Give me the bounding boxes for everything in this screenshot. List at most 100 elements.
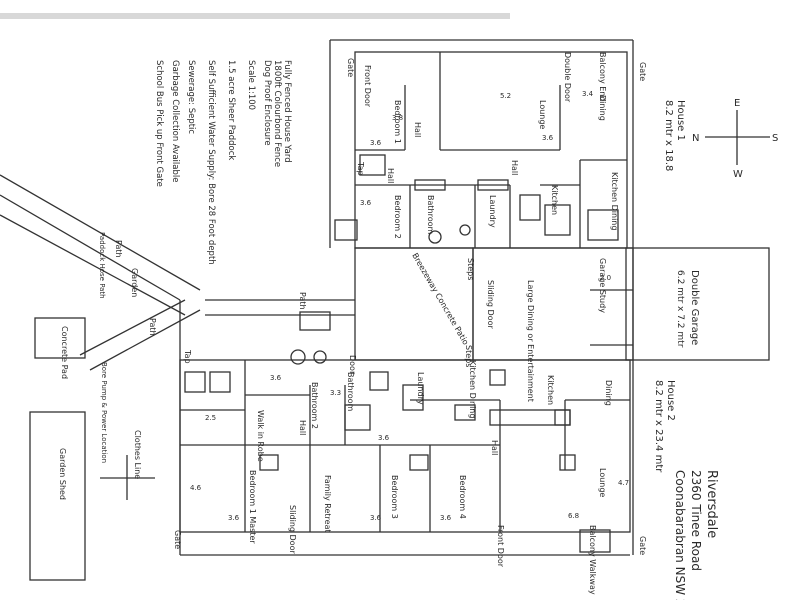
h1-dim-4: 3.6 <box>370 139 382 147</box>
h2-bedroom1: Bedroom 1 Master <box>248 470 257 544</box>
h2-laundry: Laundry <box>416 372 425 405</box>
clothes-line-label: Clothes Line <box>133 430 142 479</box>
h2-dining: Dining <box>604 380 613 406</box>
gate-3: Gate <box>173 530 182 549</box>
h2-dim-10: 2.5 <box>205 414 216 422</box>
house2-outline <box>179 359 631 533</box>
h1-front-door: Front Door <box>363 65 372 108</box>
house2-size: 8.2 mtr x 23.4 mtr <box>653 380 664 473</box>
h2-bedroom3: Bedroom 3 <box>390 475 399 519</box>
h1-kitchen-dining: Kitchen Dining <box>610 172 619 230</box>
note-9: School Bus Pick up Front Gate <box>154 60 164 187</box>
paddock-note: Paddock Hose Path <box>98 232 106 299</box>
garden-shed-label: Garden Shed <box>58 448 67 500</box>
house2-title: House 2 <box>665 380 676 421</box>
h2-sliding-door: Sliding Door <box>288 505 297 554</box>
h2-bathroom2: Bathroom 2 <box>310 382 319 429</box>
h2-hall-b: Hall <box>490 440 499 455</box>
compass-w: W <box>733 169 743 180</box>
garage-size: 6.2 mtr x 7.2 mtr <box>675 270 685 348</box>
gate-4: Gate <box>638 536 647 555</box>
h1-dim-7: 2.0 <box>600 274 611 282</box>
walls <box>0 39 770 581</box>
steps-1: Steps <box>466 258 475 280</box>
path-label-3: Path <box>148 318 157 336</box>
note-2: 1800ft Colourbond Fence <box>272 60 282 167</box>
house1-size: 8.2 mtr x 18.8 <box>663 100 674 171</box>
garden-label: Garden <box>130 268 139 297</box>
h2-dim-2: 3.3 <box>330 389 341 397</box>
h2-dim-4: 4.6 <box>190 484 202 492</box>
h2-bathroom: Bathroom <box>346 372 355 412</box>
tap-1: Tap <box>356 161 365 176</box>
h2-walk-in-robe: Walk in Robe <box>256 410 265 462</box>
house1-title: House 1 <box>675 100 686 141</box>
steps-2: Steps <box>464 345 473 367</box>
h2-hall-a: Hall <box>298 420 307 435</box>
note-7: Sewerage: Septic <box>186 60 196 134</box>
door-1: Door <box>348 355 357 375</box>
note-6: Self Sufficient Water Supply: Bore 28 Fo… <box>206 60 216 265</box>
h1-dim-3: 3.8 <box>392 114 403 122</box>
h2-family-retreat: Family Retreat <box>323 475 332 533</box>
scan-border <box>0 13 510 19</box>
h1-hall2: Hall <box>510 160 519 175</box>
garage-outline <box>625 247 770 361</box>
h1-dining: Dining <box>598 95 607 121</box>
h1-dim-6: 3.6 <box>360 199 372 207</box>
h2-dim-8: 4.7 <box>618 479 629 487</box>
h1-hall: Hall <box>413 122 422 137</box>
h1-dim-1: 5.2 <box>500 92 511 100</box>
note-4: Scale 1:100 <box>246 60 256 110</box>
h1-kitchen: Kitchen <box>550 185 559 215</box>
h2-dim-3: 3.6 <box>378 434 390 442</box>
h2-bedroom4: Bedroom 4 <box>458 475 467 519</box>
compass-s: S <box>772 133 778 144</box>
garage-study: Garage Study <box>598 258 607 313</box>
concrete-pad-shape <box>34 317 86 359</box>
tap-site: Tap <box>183 349 192 364</box>
compass-n: N <box>692 133 699 144</box>
h2-dim-1: 3.6 <box>270 374 282 382</box>
gate-1: Gate <box>346 58 355 77</box>
concrete-pad-label: Concrete Pad <box>60 326 69 379</box>
h1-balcony-end: Balcony End <box>598 52 607 101</box>
h1-hall3: Hall <box>386 168 395 183</box>
h1-dim-5: 3.4 <box>582 90 594 98</box>
large-dining: Large Dining or Entertainment <box>526 280 535 402</box>
h2-dim-7: 3.6 <box>440 514 452 522</box>
sliding-door-1: Sliding Door <box>486 280 495 329</box>
path-label-1: Path <box>114 240 123 258</box>
h2-kitchen-dining: Kitchen Dining <box>468 360 477 418</box>
garage-label: Double Garage <box>689 270 700 345</box>
h1-dim-2: 3.6 <box>542 134 554 142</box>
h1-double-door: Double Door <box>563 52 572 103</box>
note-1: Fully Fenced House Yard <box>282 60 292 163</box>
h2-balcony-walkway: Balcony Walkway <box>588 525 597 595</box>
h1-bathroom: Bathroom <box>426 195 435 235</box>
h2-dim-6: 3.6 <box>370 514 382 522</box>
bore-pump-label: Bore Pump & Power Location <box>100 362 108 463</box>
breezeway-outline <box>354 247 474 361</box>
path-label-2: Path <box>298 292 307 310</box>
gate-2: Gate <box>638 62 647 81</box>
note-5: 1.5 acre Sheer Paddock <box>226 60 236 160</box>
h2-kitchen: Kitchen <box>546 375 555 405</box>
h1-bedroom2: Bedroom 2 <box>393 195 402 239</box>
h2-front-door: Front Door <box>496 525 505 568</box>
address-name: Riversdale <box>704 470 719 538</box>
garden-shed-shape <box>29 411 86 581</box>
h2-dim-9: 6.8 <box>568 512 579 520</box>
note-3: Dog Proof Enclosure <box>262 60 272 146</box>
h2-lounge: Lounge <box>598 468 607 497</box>
h1-laundry: Laundry <box>488 195 497 228</box>
breezeway: Breezeway Concrete Patio <box>410 252 470 347</box>
h1-lounge: Lounge <box>538 100 547 129</box>
h1-bedroom1: Bedroom 1 <box>393 100 402 144</box>
note-8: Garbage Collection Available <box>170 60 180 182</box>
h2-dim-5: 3.6 <box>228 514 240 522</box>
compass-e: E <box>734 98 740 109</box>
address-town: Coonabarabran NSW 2357 <box>673 470 687 600</box>
